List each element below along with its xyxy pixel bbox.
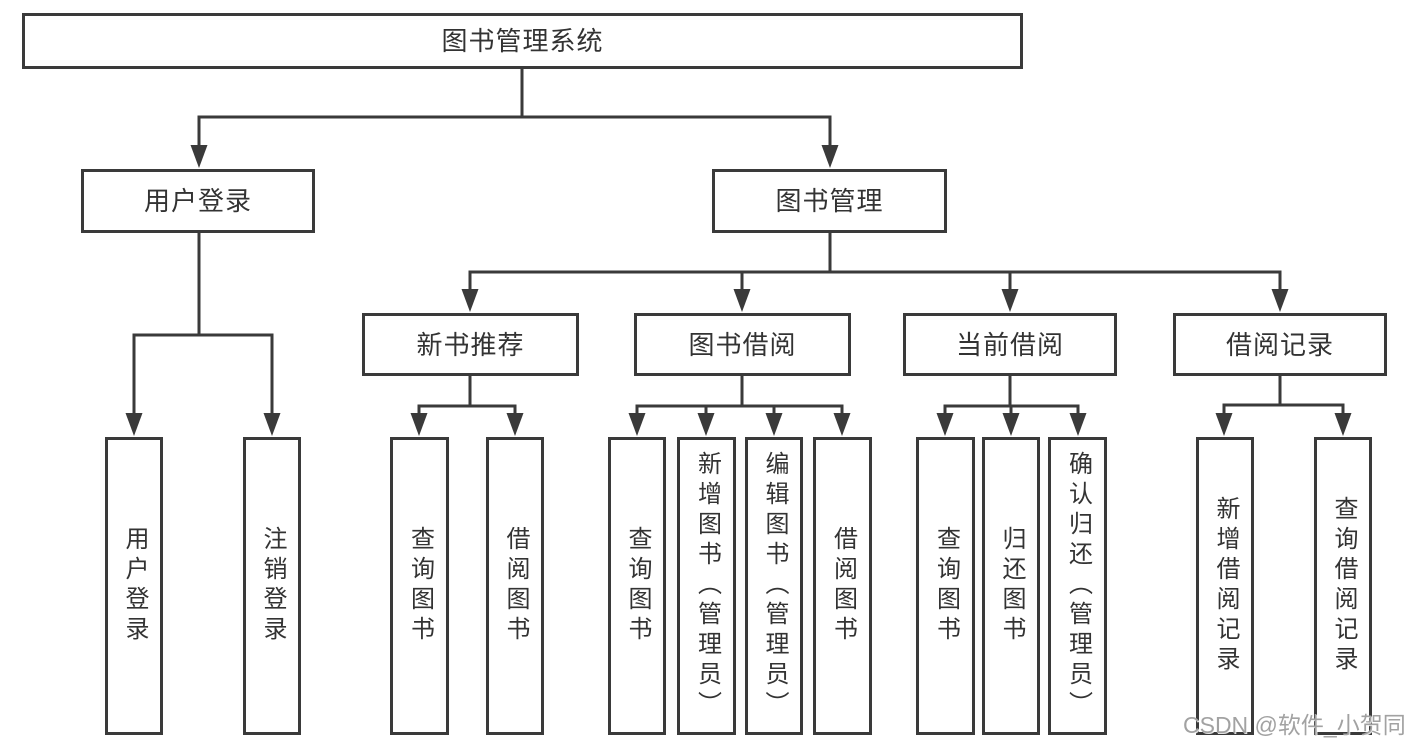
node-book-borrowing-label: 图书借阅 bbox=[688, 329, 797, 360]
leaf-add-borrow-record: 新增借阅记录 bbox=[1196, 437, 1254, 735]
leaf-borrow-books: 借阅图书 bbox=[813, 437, 872, 735]
node-user-login: 用户登录 bbox=[81, 169, 315, 233]
node-borrowing-records: 借阅记录 bbox=[1173, 313, 1387, 376]
leaf-logout: 注销登录 bbox=[243, 437, 301, 735]
leaf-borrow-books-recommend-label: 借阅图书 bbox=[502, 526, 529, 646]
node-new-book-recommend-label: 新书推荐 bbox=[416, 329, 525, 360]
leaf-confirm-return-admin: 确认归还（管理员） bbox=[1048, 437, 1107, 735]
node-borrowing-records-label: 借阅记录 bbox=[1225, 329, 1334, 360]
csdn-watermark: CSDN @软件_小贺同学 bbox=[1183, 712, 1405, 738]
node-current-borrowing: 当前借阅 bbox=[903, 313, 1117, 376]
leaf-query-books-borrowing-label: 查询图书 bbox=[624, 526, 651, 646]
leaf-return-books-label: 归还图书 bbox=[998, 526, 1025, 646]
node-library-management-system: 图书管理系统 bbox=[22, 13, 1023, 69]
leaf-add-borrow-record-label: 新增借阅记录 bbox=[1212, 496, 1239, 676]
leaf-query-books-borrowing: 查询图书 bbox=[608, 437, 666, 735]
node-book-management: 图书管理 bbox=[712, 169, 947, 233]
leaf-edit-books-admin-label: 编辑图书（管理员） bbox=[761, 451, 788, 721]
leaf-add-books-admin-label: 新增图书（管理员） bbox=[693, 451, 721, 721]
leaf-logout-label: 注销登录 bbox=[259, 526, 286, 646]
leaf-query-borrow-record-label: 查询借阅记录 bbox=[1330, 496, 1357, 676]
node-library-management-system-label: 图书管理系统 bbox=[441, 26, 604, 56]
node-new-book-recommend: 新书推荐 bbox=[362, 313, 579, 376]
leaf-edit-books-admin: 编辑图书（管理员） bbox=[745, 437, 803, 735]
leaf-user-login-label: 用户登录 bbox=[121, 526, 148, 646]
node-book-borrowing: 图书借阅 bbox=[634, 313, 851, 376]
leaf-query-borrow-record: 查询借阅记录 bbox=[1314, 437, 1372, 735]
leaf-query-books-recommend-label: 查询图书 bbox=[406, 526, 434, 646]
leaf-borrow-books-label: 借阅图书 bbox=[829, 526, 857, 646]
leaf-add-books-admin: 新增图书（管理员） bbox=[677, 437, 736, 735]
leaf-query-books-current: 查询图书 bbox=[916, 437, 975, 735]
leaf-confirm-return-admin-label: 确认归还（管理员） bbox=[1064, 451, 1092, 721]
node-current-borrowing-label: 当前借阅 bbox=[955, 329, 1064, 360]
leaf-user-login: 用户登录 bbox=[105, 437, 163, 735]
leaf-query-books-recommend: 查询图书 bbox=[390, 437, 449, 735]
leaf-query-books-current-label: 查询图书 bbox=[932, 526, 960, 646]
leaf-borrow-books-recommend: 借阅图书 bbox=[486, 437, 544, 735]
node-book-management-label: 图书管理 bbox=[775, 186, 884, 216]
node-user-login-label: 用户登录 bbox=[143, 186, 252, 216]
leaf-return-books: 归还图书 bbox=[982, 437, 1040, 735]
